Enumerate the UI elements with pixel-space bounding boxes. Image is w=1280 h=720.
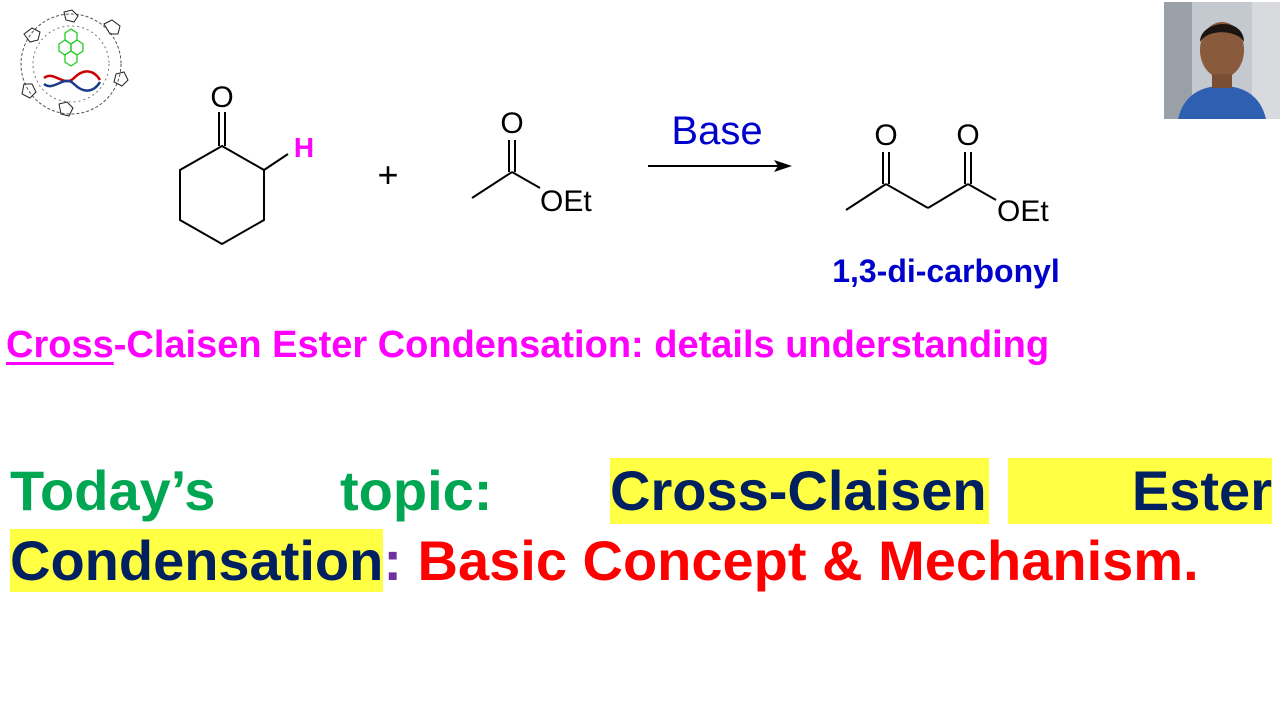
- product-label: 1,3-di-carbonyl: [832, 253, 1060, 289]
- cyclodextrin-dna-logo-icon: [20, 9, 129, 117]
- topic-colon: :: [383, 529, 402, 592]
- product-oxygen-1: O: [874, 119, 897, 152]
- ethyl-acetate-structure: [471, 140, 541, 199]
- reactant1-oxygen: O: [210, 81, 233, 114]
- topic-line-2: Condensation: Basic Concept & Mechanism.: [10, 526, 1199, 596]
- topic-rest: Basic Concept & Mechanism.: [401, 529, 1199, 592]
- reactant2-oet: OEt: [540, 185, 592, 218]
- topic-word-cross-claisen: Cross-Claisen: [610, 458, 989, 524]
- reaction-arrowhead-icon: [774, 160, 792, 172]
- product-structure: [845, 152, 997, 211]
- topic-word-todays: Today’s: [10, 459, 216, 522]
- title-rest: -Claisen Ester Condensation: details und…: [113, 324, 1050, 366]
- product-oet: OEt: [997, 195, 1049, 228]
- reaction-scheme: O H + O OEt Base O O OEt 1,3-di-carbonyl: [179, 81, 1060, 289]
- arrow-label-base: Base: [671, 109, 762, 153]
- presenter-photo-icon: [1164, 2, 1280, 119]
- product-oxygen-2: O: [956, 119, 979, 152]
- topic-line-1: Today’s topic: Cross-Claisen Ester: [10, 458, 1272, 524]
- topic-word-condensation: Condensation: [10, 529, 384, 592]
- title-underlined-word: Cross: [6, 324, 114, 366]
- topic-word-topic: topic:: [340, 459, 493, 522]
- cyclohexanone-structure: [179, 112, 289, 246]
- topic-word-ester: Ester: [1008, 458, 1272, 524]
- plus-sign: +: [377, 154, 398, 195]
- slide-title: Cross-Claisen Ester Condensation: detail…: [6, 322, 1276, 368]
- alpha-hydrogen: H: [294, 132, 314, 163]
- presenter-photo: [1164, 2, 1280, 119]
- channel-logo: [4, 4, 138, 122]
- reactant2-oxygen: O: [500, 107, 523, 140]
